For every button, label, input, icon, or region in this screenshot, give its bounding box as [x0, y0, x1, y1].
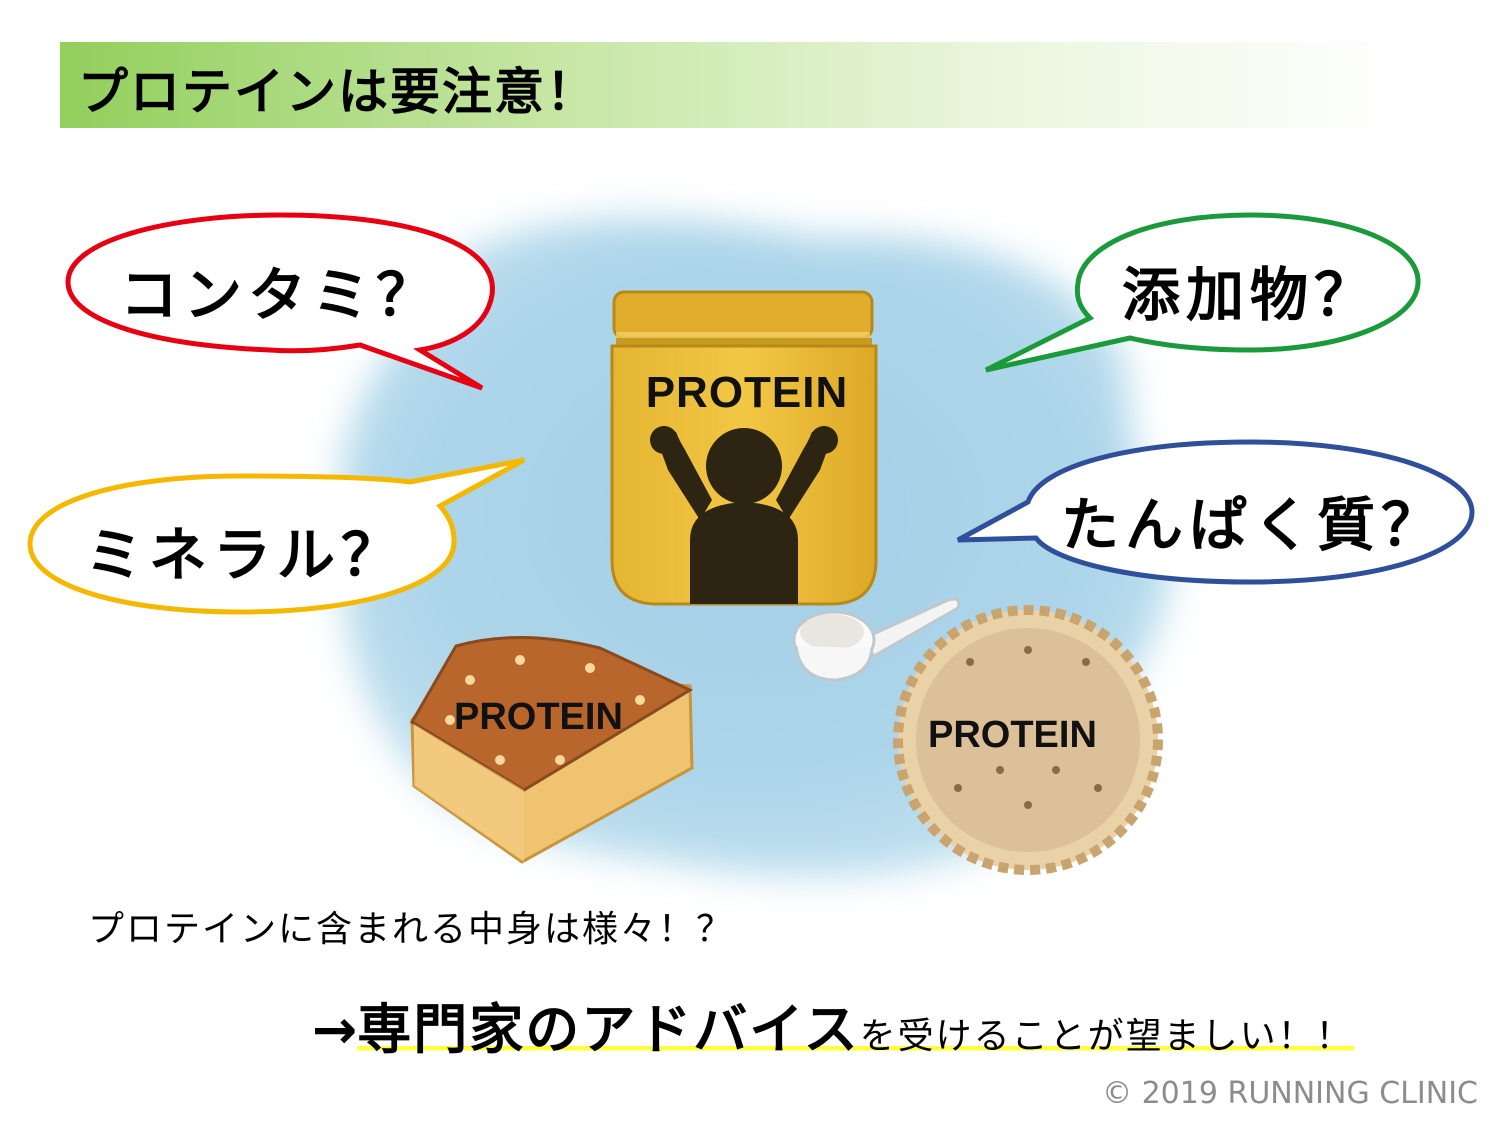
advice-highlight: 専門家のアドバイスを受けることが望ましい！！ [357, 998, 1354, 1061]
advice-line: →専門家のアドバイスを受けることが望ましい！！ [312, 985, 1354, 1064]
jar-label: PROTEIN [645, 368, 849, 417]
bubble-minerals [27, 457, 526, 615]
caption-text: プロテインに含まれる中身は様々！？ [88, 909, 735, 950]
bubble-additives [984, 212, 1421, 373]
advice-strong: 専門家のアドバイス [357, 998, 860, 1061]
page-title: プロテインは要注意！ [78, 63, 598, 121]
copyright: © 2019 RUNNING CLINIC [1102, 1076, 1478, 1111]
bubble-contami [65, 212, 495, 391]
bubble-minerals-text: ミネラル？ [84, 521, 405, 589]
title-bar: プロテインは要注意！ [60, 42, 1395, 128]
scoop-icon [792, 597, 961, 682]
arrow-icon: → [312, 998, 358, 1061]
bubble-additives-text: 添加物？ [1121, 261, 1378, 329]
protein-bar [409, 635, 694, 864]
cookie-label: PROTEIN [928, 714, 1097, 756]
strong-man-icon [650, 426, 838, 604]
bubble-protein-text: たんぱく質？ [1060, 491, 1445, 559]
protein-cookie [893, 605, 1163, 875]
bubble-contami-text: コンタミ？ [119, 261, 440, 329]
bar-label: PROTEIN [454, 696, 623, 738]
protein-jar [610, 290, 878, 606]
advice-rest: を受けることが望ましい！！ [859, 1016, 1354, 1057]
bubble-protein [956, 439, 1475, 585]
